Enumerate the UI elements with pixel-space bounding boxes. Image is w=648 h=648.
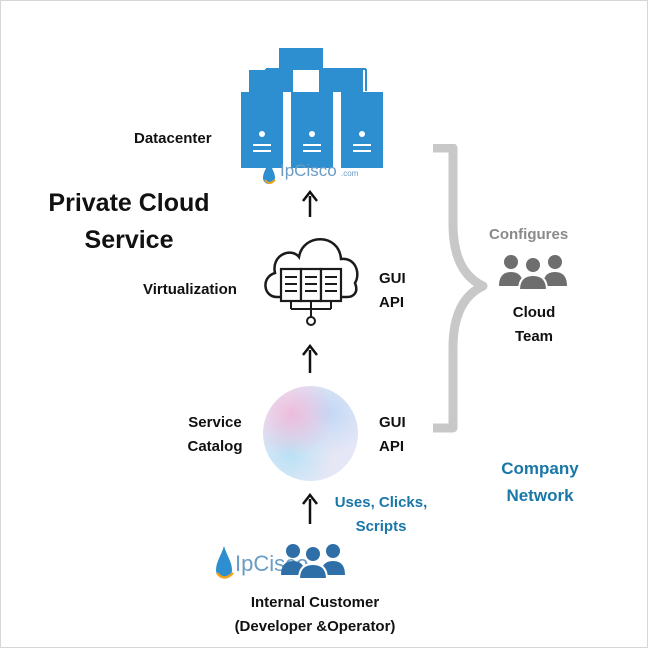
- arrow-up-icon: [302, 344, 318, 373]
- company-network-label: Company Network: [484, 455, 596, 509]
- server-rack-icon: [241, 48, 383, 168]
- configures-label: Configures: [489, 226, 569, 243]
- service-catalog-orb: [263, 386, 358, 481]
- datacenter-label: Datacenter: [134, 130, 212, 147]
- watermark-suffix: .com: [341, 169, 359, 178]
- page-title: Private Cloud Service: [31, 185, 227, 259]
- catalog-api: API: [379, 438, 405, 455]
- virtualization-gui: GUI: [379, 270, 406, 287]
- uses-label: Uses, Clicks, Scripts: [321, 491, 441, 539]
- cloud-team-line2: Team: [514, 328, 554, 345]
- team-icon: [499, 255, 567, 291]
- arrow-up-icon: [302, 493, 318, 524]
- company-network-line1: Company: [501, 459, 579, 478]
- virtualization-label: Virtualization: [143, 281, 237, 298]
- catalog-interfaces: GUI API: [379, 411, 406, 459]
- brace-icon: [433, 144, 488, 433]
- virtualization-interfaces: GUI API: [379, 267, 406, 315]
- customer-label: Internal Customer (Developer &Operator): [205, 591, 425, 639]
- logo-drop-icon: [263, 160, 276, 184]
- arrow-up-icon: [302, 190, 318, 217]
- service-catalog-label: Service Catalog: [169, 411, 261, 459]
- virtualization-api: API: [379, 294, 405, 311]
- users-icon: [281, 544, 345, 580]
- customer-line1: Internal Customer: [250, 594, 380, 611]
- catalog-gui: GUI: [379, 414, 406, 431]
- service-catalog-line2: Catalog: [187, 438, 243, 455]
- uses-line1: Uses, Clicks,: [334, 494, 428, 511]
- page-title-line2: Service: [84, 226, 174, 254]
- service-catalog-line1: Service: [188, 414, 242, 431]
- cloud-team-line1: Cloud: [512, 304, 556, 321]
- watermark-brand: IpCisco: [280, 161, 337, 180]
- cloud-icon: [264, 238, 359, 326]
- logo-drop-icon: [216, 546, 234, 579]
- page-title-line1: Private Cloud: [48, 189, 210, 217]
- company-network-line2: Network: [506, 486, 574, 505]
- uses-line2: Scripts: [355, 518, 407, 535]
- cloud-team-label: Cloud Team: [494, 301, 574, 349]
- customer-line2: (Developer &Operator): [234, 618, 396, 635]
